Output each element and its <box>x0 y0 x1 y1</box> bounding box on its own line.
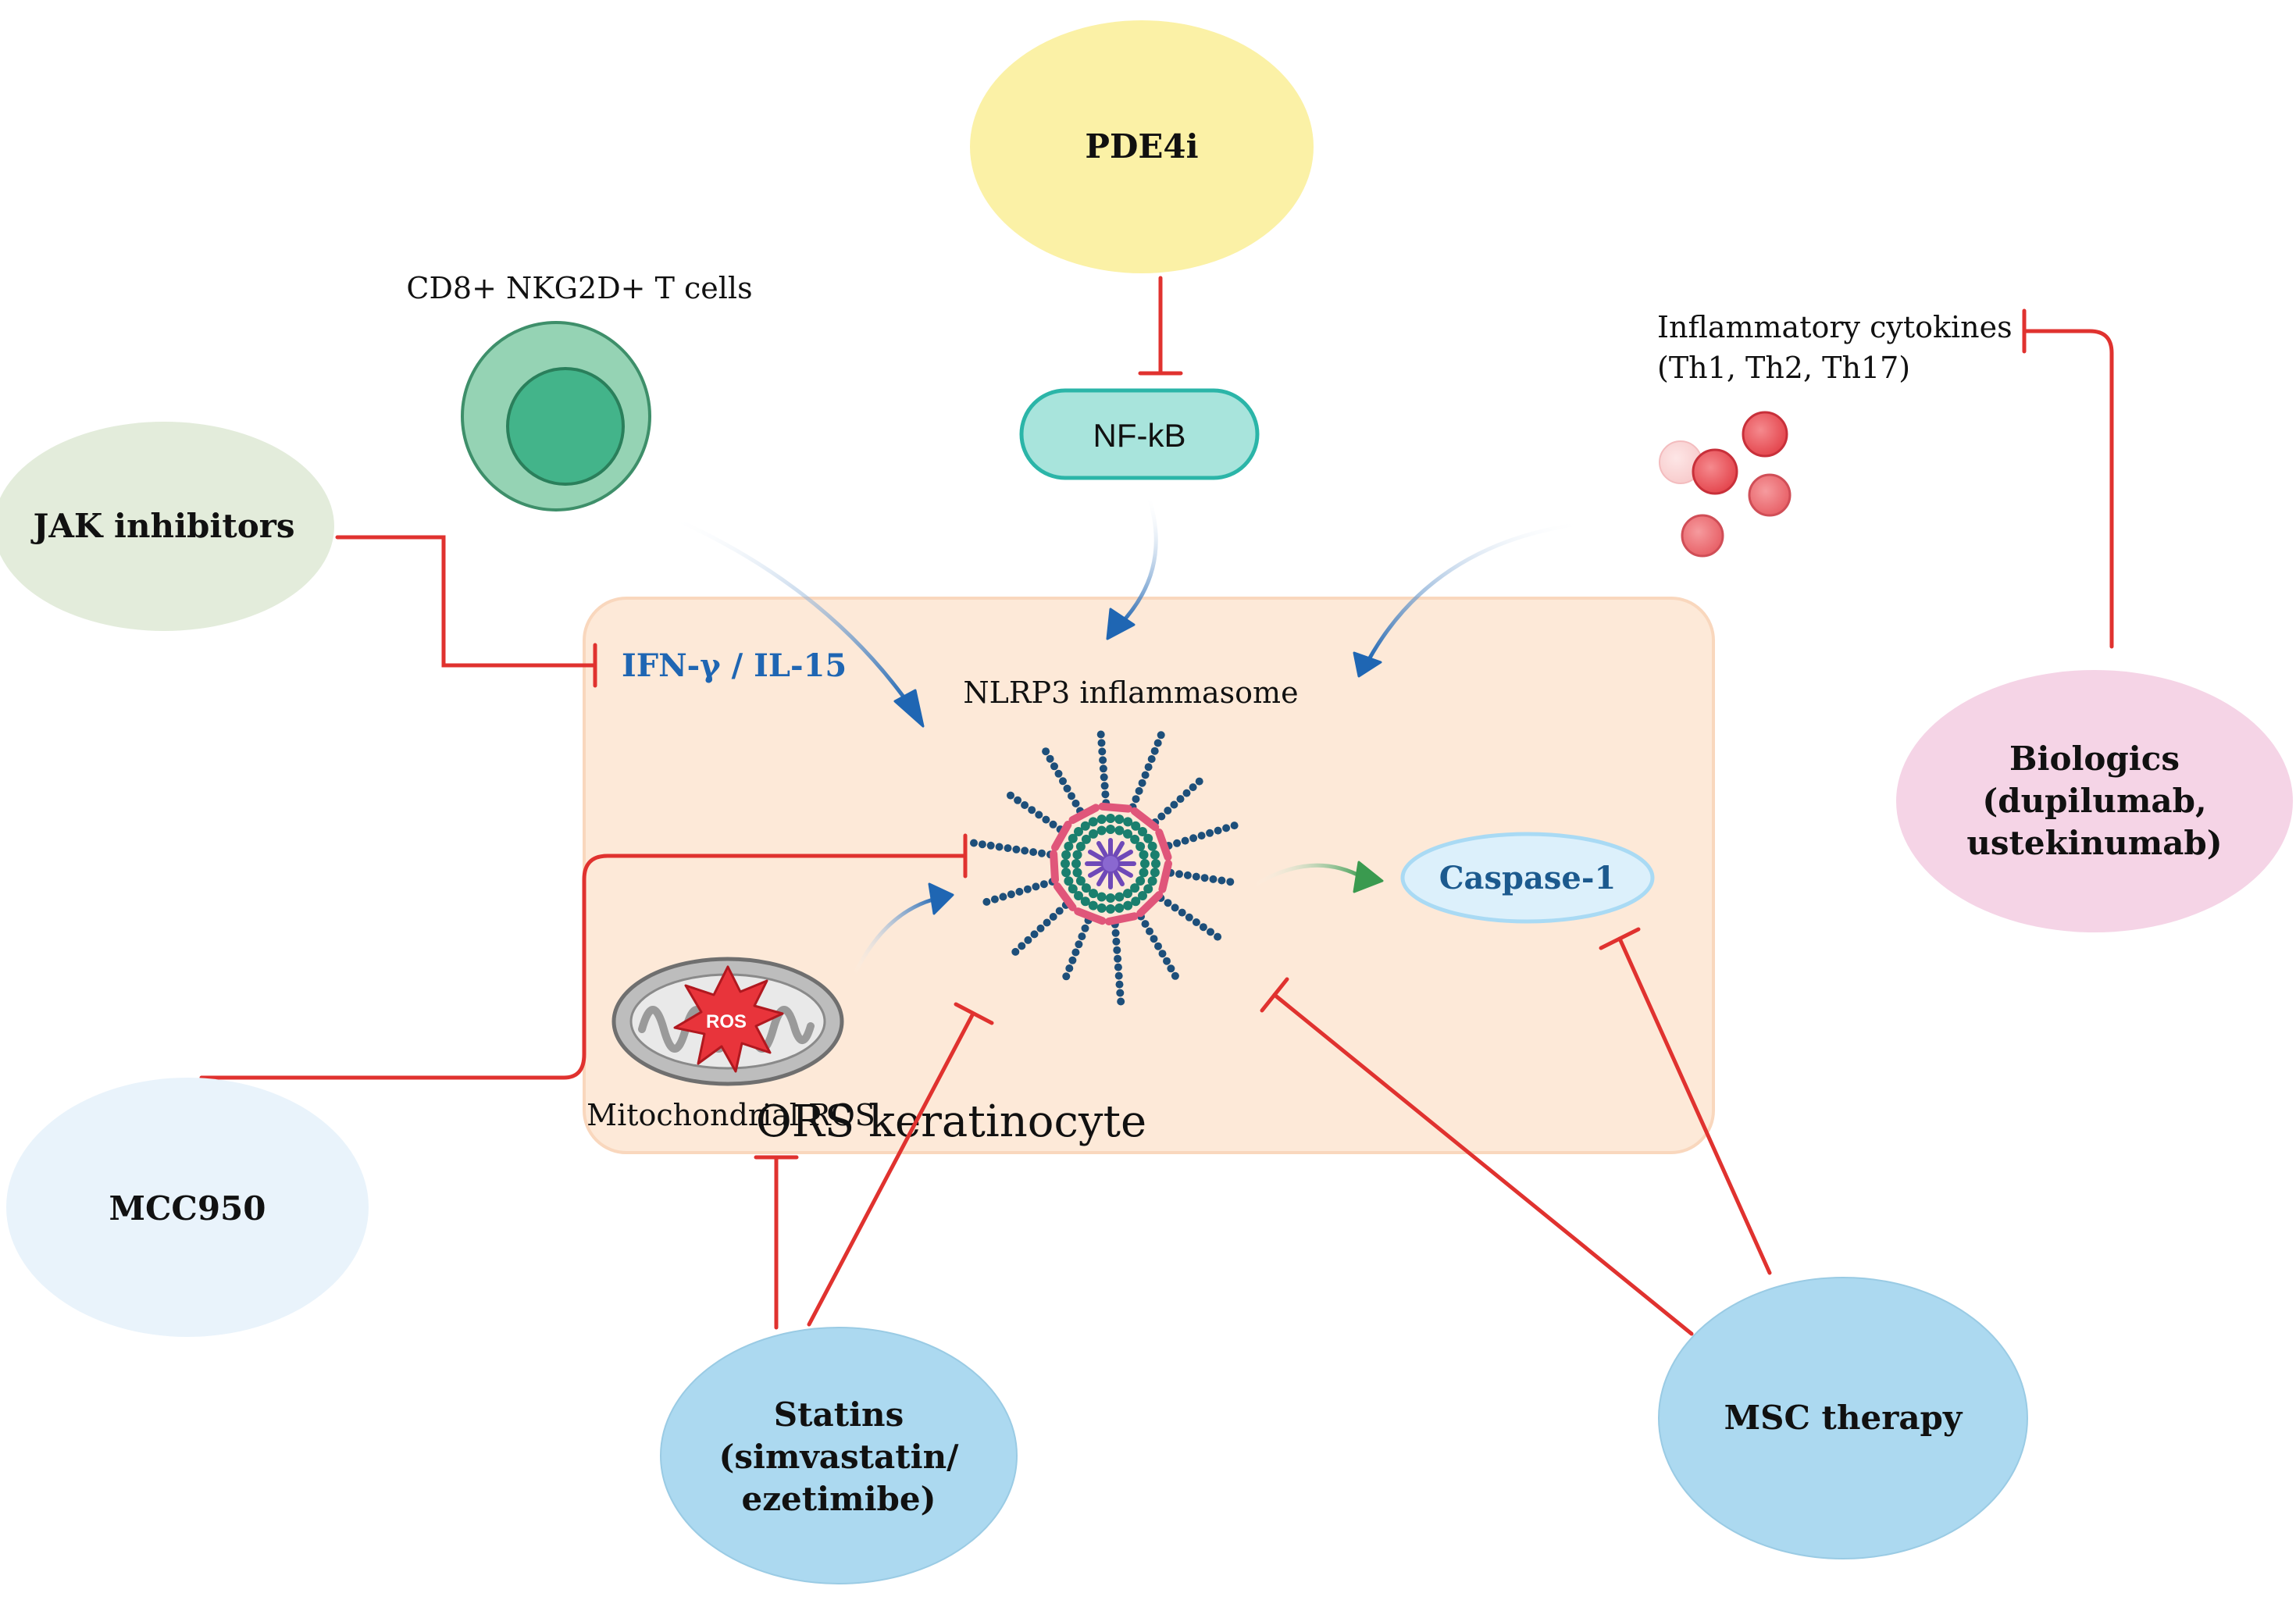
pde4i-label: PDE4i <box>1085 127 1198 166</box>
inhibition-lines <box>199 276 2114 1336</box>
pde4i-node <box>970 20 1314 273</box>
statins-label-line3: ezetimibe) <box>741 1480 936 1518</box>
msc-inhibits-nlrp3 <box>1272 993 1694 1336</box>
mcc950-inhibits-nlrp3 <box>199 854 966 1080</box>
nfkb-node <box>1019 388 1260 480</box>
biologics-label-line1: Biologics <box>2009 740 2180 778</box>
cytokines-label-line1: Inflammatory cytokines <box>1657 310 2013 344</box>
tcell-activates-nlrp3 <box>668 515 911 707</box>
mcc950-label: MCC950 <box>109 1189 266 1228</box>
caspase-1-label: Caspase-1 <box>1439 860 1617 896</box>
nlrp3-activates-caspase <box>1252 863 1366 888</box>
msc-therapy-node <box>1658 1277 2028 1559</box>
statins-node <box>660 1327 1018 1584</box>
nfkb-label: NF-kB <box>1093 417 1186 454</box>
statins-label-line1: Statins <box>774 1395 904 1434</box>
biologics-label-line2: (dupilumab, <box>1982 782 2206 820</box>
mitochondrion-icon: ROS <box>611 957 844 1086</box>
biologics-label-line3: ustekinumab) <box>1966 824 2222 862</box>
t-cell-icon <box>461 321 651 511</box>
activation-arrows <box>668 493 1588 977</box>
biologics-inhibit-cytokines <box>2023 329 2114 649</box>
jak-inhibits-ifn <box>335 535 596 668</box>
mito-ros-label: Mitochondrial ROS <box>586 1098 875 1132</box>
jak-inhibitors-node <box>0 422 334 631</box>
msc-therapy-label: MSC therapy <box>1724 1399 1963 1437</box>
inflammasome-icon <box>970 730 1239 1006</box>
nfkb-activates-nlrp3 <box>1118 493 1158 627</box>
cytokine-particles-icon <box>1659 411 1792 558</box>
nlrp3-label: NLRP3 inflammasome <box>963 675 1298 710</box>
statins-label-line2: (simvastatin/ <box>718 1438 959 1476</box>
cell-label: ORS keratinocyte <box>756 1096 1146 1147</box>
ifn-il15-label: IFN-γ / IL-15 <box>622 647 847 684</box>
cytokines-label-line2: (Th1, Th2, Th17) <box>1657 351 1910 385</box>
biologics-node <box>1896 670 2293 932</box>
ros-activates-nlrp3 <box>852 896 941 977</box>
jak-inhibitors-label: JAK inhibitors <box>30 507 294 545</box>
caspase-1-node <box>1400 832 1655 924</box>
ros-label: ROS <box>706 1011 747 1032</box>
statins-inhibit-nlrp3 <box>807 1011 975 1327</box>
mcc950-node <box>6 1078 369 1337</box>
msc-inhibits-caspase <box>1617 936 1772 1275</box>
tcells-label: CD8+ NKG2D+ T cells <box>406 271 752 305</box>
cytokines-activate-nlrp3 <box>1366 521 1588 663</box>
